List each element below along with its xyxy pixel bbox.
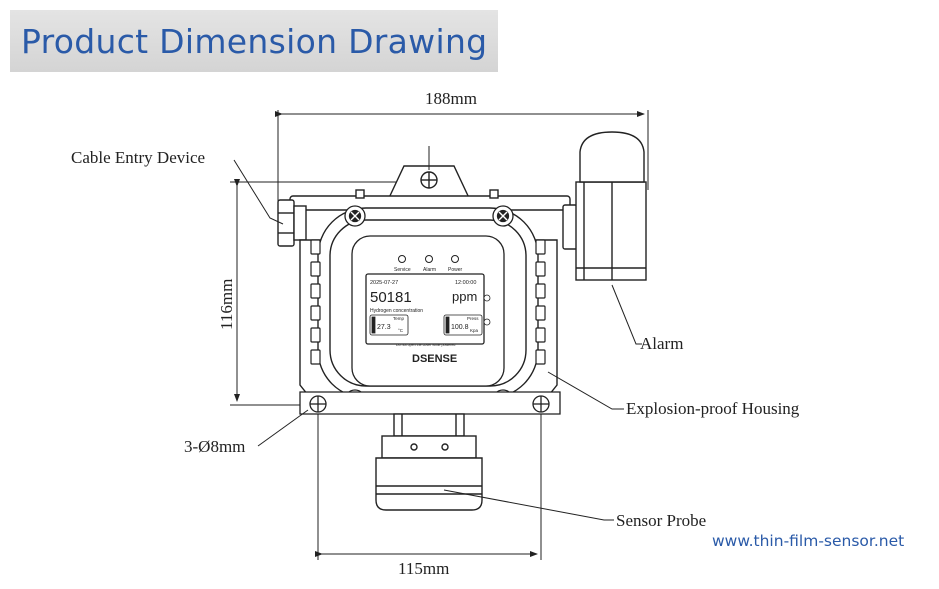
page-title: Product Dimension Drawing — [21, 21, 488, 61]
dimension-bottom-label: 115mm — [398, 559, 449, 578]
label-housing: Explosion-proof Housing — [626, 399, 800, 418]
screen-press-unit: Kpa — [470, 328, 479, 333]
dimension-top-label: 188mm — [425, 89, 477, 108]
led-service-label: Service — [394, 267, 411, 273]
label-alarm: Alarm — [640, 334, 683, 353]
screen-press-label: Press — [467, 316, 479, 321]
screen-warning: Do not open the cover while powered — [396, 343, 455, 347]
screen-temp-label: Temp — [393, 316, 405, 321]
housing-fins-left — [310, 239, 321, 365]
cable-entry-device — [277, 199, 307, 247]
led-power-label: Power — [448, 267, 463, 273]
housing-fins-right — [535, 239, 546, 365]
alarm-beacon — [575, 131, 647, 281]
title-banner: Product Dimension Drawing — [10, 10, 498, 72]
led-alarm-label: Alarm — [423, 267, 436, 273]
screen-unit: ppm — [452, 289, 477, 304]
status-leds — [398, 255, 459, 263]
label-holes: 3-Ø8mm — [184, 437, 245, 456]
screen-temp-unit: °C — [398, 328, 404, 333]
alarm-mount — [562, 204, 578, 250]
screen-time: 12:00:00 — [455, 280, 476, 286]
sensor-probe — [375, 413, 483, 511]
dimension-bottom — [315, 412, 542, 560]
screen-gas: Hydrogen concentration — [370, 308, 423, 314]
mounting-holes — [299, 391, 561, 415]
label-cable-entry: Cable Entry Device — [71, 148, 205, 167]
screen-temp-value: 27.3 — [377, 324, 391, 331]
leader-lines — [233, 159, 642, 521]
screen-boxes — [369, 294, 491, 336]
screen-reading: 50181 — [370, 289, 412, 306]
screen-press-value: 100.8 — [451, 324, 469, 331]
brand-logo: DSENSE — [412, 353, 457, 365]
website-link[interactable]: www.thin-film-sensor.net — [712, 532, 905, 550]
dimension-left-label: 116mm — [217, 279, 236, 330]
screen-date: 2025-07-27 — [370, 280, 398, 286]
label-sensor-probe: Sensor Probe — [616, 511, 706, 530]
